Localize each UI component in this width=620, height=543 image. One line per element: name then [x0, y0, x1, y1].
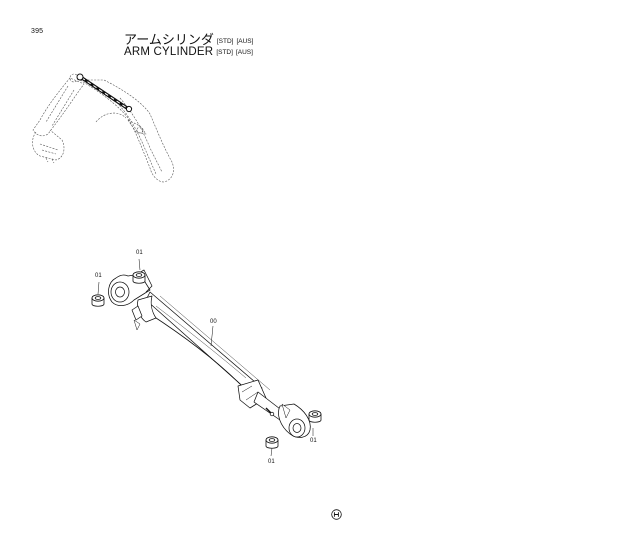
title-japanese: アームシリンダ[STD][AUS] — [124, 33, 253, 49]
bushing-upper-right — [132, 271, 146, 284]
callout-cylinder-assembly: 00 — [210, 319, 217, 325]
title-english-text: ARM CYLINDER — [124, 46, 214, 58]
page-number: 395 — [31, 28, 44, 35]
title-english: ARM CYLINDER[STD][AUS] — [124, 46, 253, 59]
tag-std-ja: [STD] — [216, 38, 234, 45]
callout-washer-upper-left: 01 — [95, 273, 102, 279]
bushing-lower-left — [265, 436, 279, 449]
location-thumbnail — [32, 73, 174, 183]
tag-aus-ja: [AUS] — [236, 38, 254, 45]
tag-std-en: [STD] — [216, 49, 233, 56]
arm-cylinder-drawing — [97, 258, 314, 457]
tag-aus-en: [AUS] — [235, 49, 253, 56]
bushing-upper-left — [91, 294, 105, 307]
logo-emblem-icon — [331, 509, 342, 520]
callout-washer-upper-right: 01 — [136, 250, 143, 256]
callout-washer-lower-left: 01 — [268, 459, 275, 465]
title-japanese-text: アームシリンダ — [124, 32, 214, 47]
highlighted-cylinder — [76, 73, 133, 113]
callout-washer-lower-right: 01 — [310, 438, 317, 444]
bushing-lower-right — [308, 410, 322, 423]
